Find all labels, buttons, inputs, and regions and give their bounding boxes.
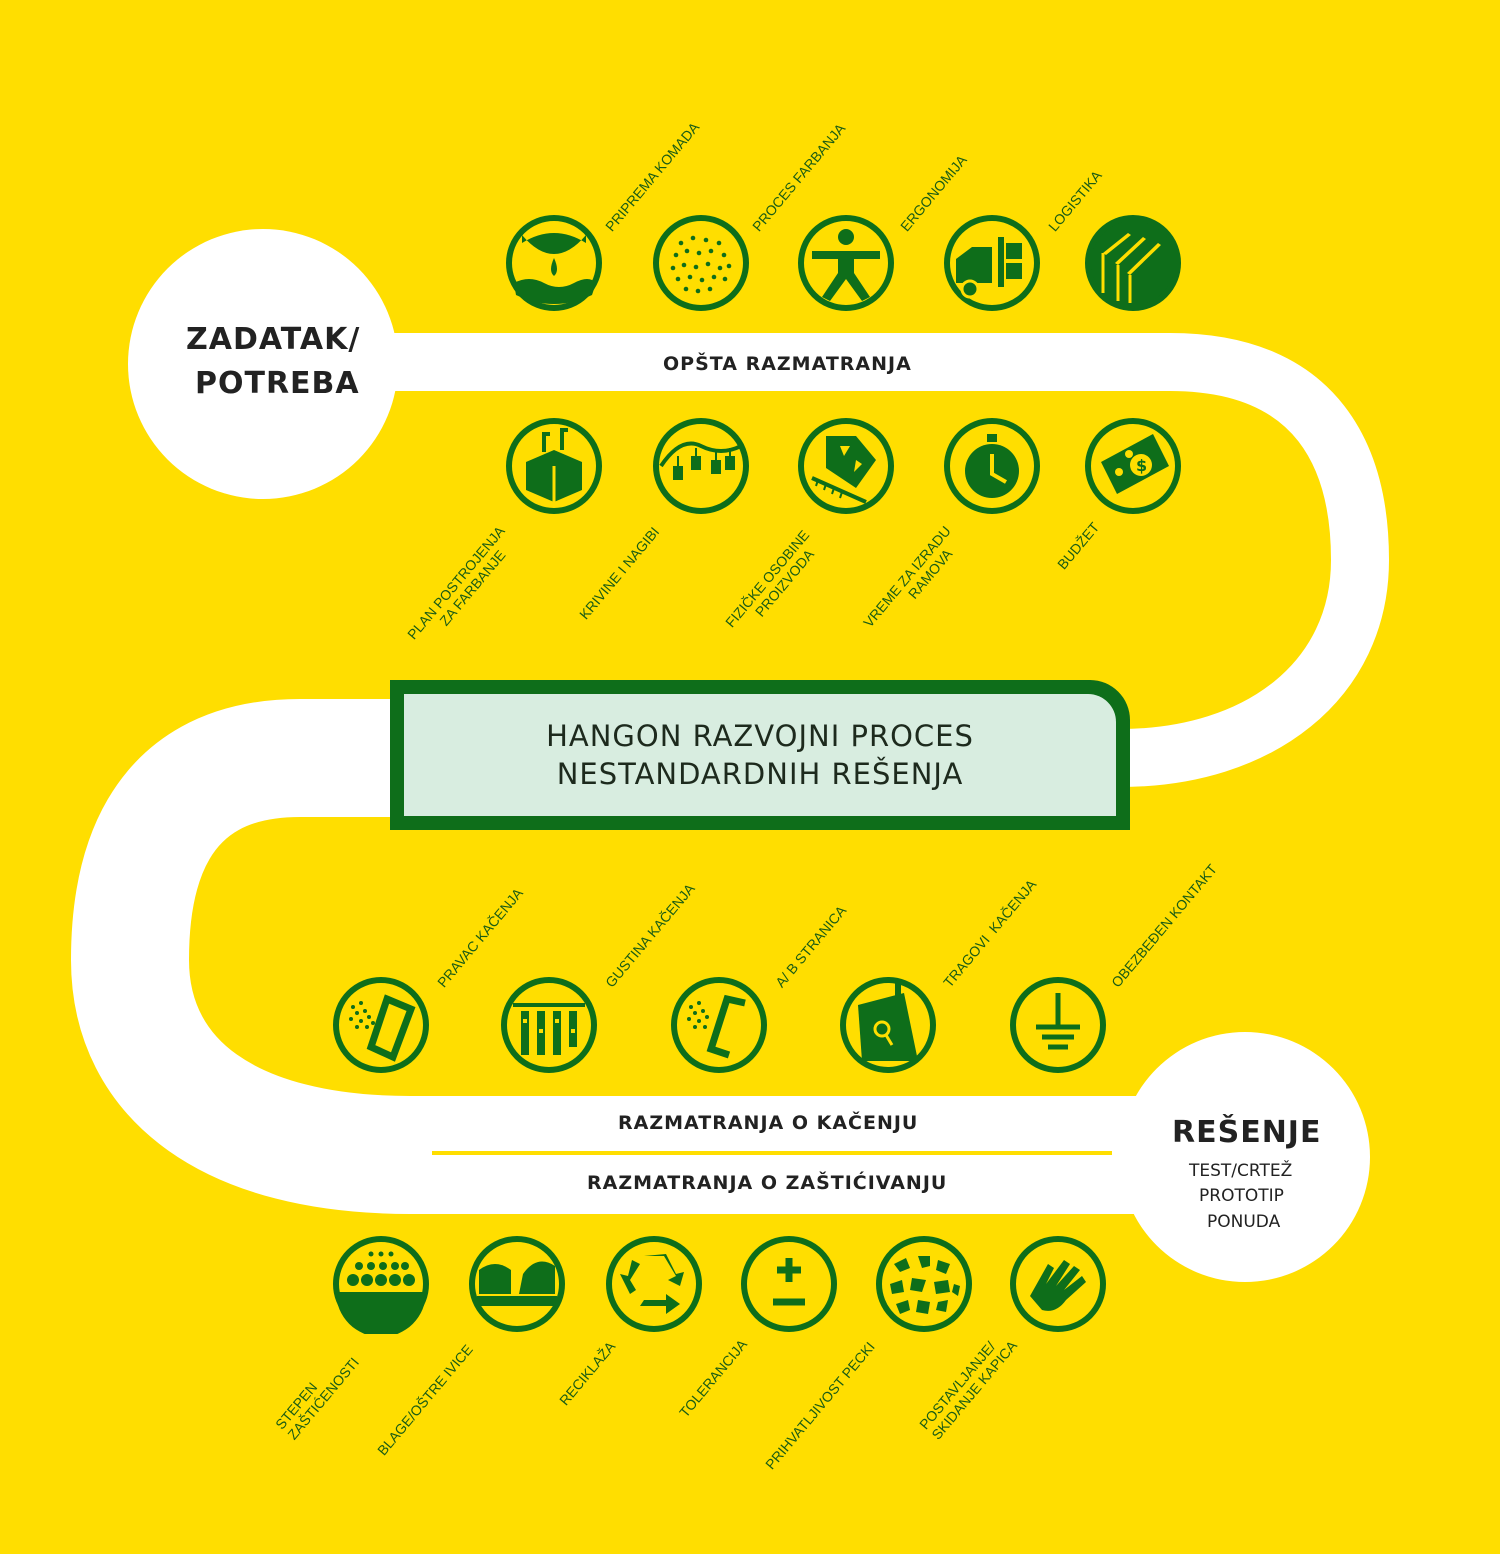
start-label-2: POTREBA bbox=[195, 366, 360, 401]
end-line-2: PROTOTIP bbox=[1199, 1186, 1284, 1206]
plant-layout-icon bbox=[504, 416, 604, 516]
section-masking-label: RAZMATRANJA O ZAŠTIĆIVANJU bbox=[587, 1172, 948, 1194]
hand-icon bbox=[1008, 1234, 1108, 1334]
part-preparation-icon bbox=[504, 213, 604, 313]
title-line-1: HANGON RAZVOJNI PROCES bbox=[546, 719, 974, 753]
start-label-1: ZADATAK/ bbox=[186, 322, 361, 357]
edges-icon bbox=[467, 1234, 567, 1334]
end-title: REŠENJE bbox=[1172, 1115, 1322, 1150]
title-box: HANGON RAZVOJNI PROCES NESTANDARDNIH REŠ… bbox=[390, 680, 1130, 830]
protection-degree-icon bbox=[331, 1234, 431, 1334]
section-divider bbox=[432, 1151, 1112, 1155]
physical-properties-icon bbox=[796, 416, 896, 516]
title-line-2: NESTANDARDNIH REŠENJA bbox=[556, 757, 964, 791]
stopwatch-icon bbox=[942, 416, 1042, 516]
oven-acceptability-icon bbox=[874, 1234, 974, 1334]
section-hanging-label: RAZMATRANJA O KAČENJU bbox=[618, 1112, 919, 1134]
end-line-1: TEST/CRTEŽ bbox=[1189, 1161, 1293, 1181]
logistics-icon bbox=[942, 213, 1042, 313]
budget-icon: $ bbox=[1083, 416, 1183, 516]
ergonomics-icon bbox=[796, 213, 896, 313]
painting-process-icon bbox=[651, 213, 751, 313]
svg-text:$: $ bbox=[1136, 456, 1147, 475]
tolerance-icon bbox=[739, 1234, 839, 1334]
ab-side-icon bbox=[669, 975, 769, 1075]
start-node bbox=[128, 229, 398, 499]
hanging-marks-icon bbox=[838, 975, 938, 1075]
hanging-density-icon bbox=[499, 975, 599, 1075]
recycling-icon bbox=[604, 1234, 704, 1334]
shelves-icon bbox=[1083, 213, 1183, 313]
section-general-label: OPŠTA RAZMATRANJA bbox=[663, 353, 912, 375]
grounding-icon bbox=[1008, 975, 1108, 1075]
end-line-3: PONUDA bbox=[1207, 1212, 1281, 1232]
end-node bbox=[1120, 1032, 1370, 1282]
hanging-direction-icon bbox=[331, 975, 431, 1075]
curves-slopes-icon bbox=[651, 416, 751, 516]
